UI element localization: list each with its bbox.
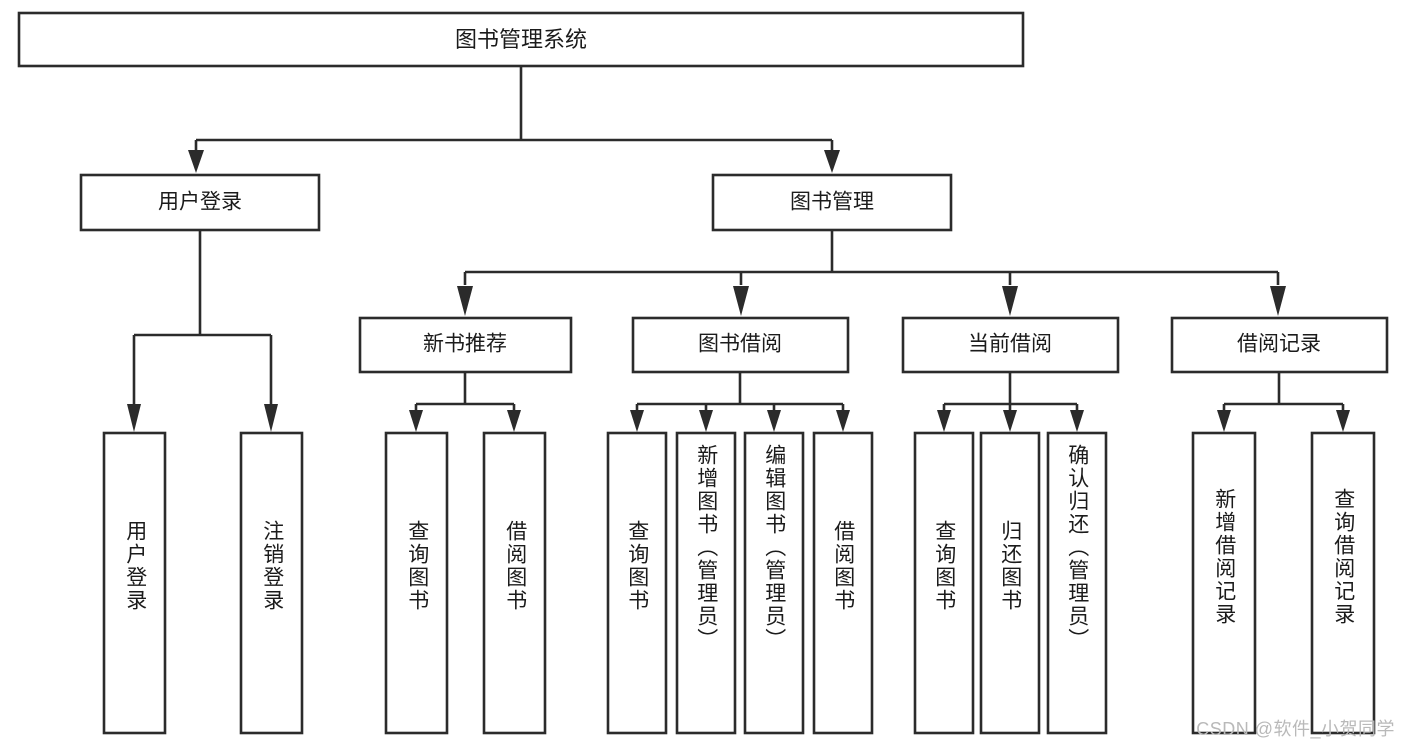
arrowhead-to-user-login (188, 150, 204, 173)
node-user-login[interactable]: 用户登录 (79, 173, 321, 232)
node-root-system[interactable]: 图书管理系统 (17, 11, 1025, 68)
arrowhead-bookborrow-leaf-2 (699, 410, 713, 432)
node-new-book-recommend[interactable]: 新书推荐 (358, 316, 573, 374)
node-book-management-label: 图书管理 (790, 191, 874, 214)
arrowhead-to-current-borrow (1002, 286, 1018, 316)
node-current-borrow[interactable]: 当前借阅 (901, 316, 1120, 374)
node-current-borrow-box (901, 316, 1120, 374)
arrowhead-currentborrow-leaf-2 (1003, 410, 1017, 432)
leaf-box-borrow-edit-book-admin[interactable] (743, 431, 805, 735)
arrowhead-to-new-book-recommend (457, 286, 473, 316)
leaf-box-current-return-book[interactable] (979, 431, 1041, 735)
leaf-box-current-query-book[interactable] (913, 431, 975, 735)
node-book-borrow-label: 图书借阅 (698, 333, 782, 356)
leaf-box-user-login[interactable] (102, 431, 167, 735)
leaf-box-borrow-query-book[interactable] (606, 431, 668, 735)
leaf-box-current-confirm-return-admin[interactable] (1046, 431, 1108, 735)
arrowhead-to-book-management (824, 150, 840, 173)
node-book-borrow-box (631, 316, 850, 374)
arrowhead-leaf-user-login (127, 404, 141, 432)
arrowhead-newbook-leaf-1 (409, 410, 423, 432)
leaf-box-logout[interactable] (239, 431, 304, 735)
node-root-system-label: 图书管理系统 (455, 27, 587, 52)
leaf-box-borrow-add-book-admin[interactable] (675, 431, 737, 735)
arrowhead-newbook-leaf-2 (507, 410, 521, 432)
leaf-box-record-query-record[interactable] (1310, 431, 1376, 735)
arrowhead-to-borrow-record (1270, 286, 1286, 316)
arrowhead-bookborrow-leaf-4 (836, 410, 850, 432)
arrowhead-bookborrow-leaf-1 (630, 410, 644, 432)
arrowhead-bookborrow-leaf-3 (767, 410, 781, 432)
node-book-borrow[interactable]: 图书借阅 (631, 316, 850, 374)
arrowhead-borrowrecord-leaf-1 (1217, 410, 1231, 432)
node-borrow-record-label: 借阅记录 (1237, 333, 1321, 356)
node-current-borrow-label: 当前借阅 (968, 333, 1052, 356)
node-book-management-box (711, 173, 953, 232)
arrowhead-to-book-borrow (733, 286, 749, 316)
leaf-box-newbook-borrow-book[interactable] (482, 431, 547, 735)
node-new-book-recommend-label: 新书推荐 (423, 333, 507, 356)
node-new-book-recommend-box (358, 316, 573, 374)
leaf-box-borrow-borrow-book[interactable] (812, 431, 874, 735)
leaf-box-record-add-record[interactable] (1191, 431, 1257, 735)
node-user-login-label: 用户登录 (158, 191, 242, 214)
csdn-watermark: CSDN @软件_小贺同学 (1196, 719, 1395, 739)
node-borrow-record[interactable]: 借阅记录 (1170, 316, 1389, 374)
leaf-box-newbook-query-book[interactable] (384, 431, 449, 735)
arrowhead-currentborrow-leaf-1 (937, 410, 951, 432)
node-root-system-box (17, 11, 1025, 68)
node-book-management[interactable]: 图书管理 (711, 173, 953, 232)
node-borrow-record-box (1170, 316, 1389, 374)
arrowhead-leaf-logout (264, 404, 278, 432)
arrowhead-currentborrow-leaf-3 (1070, 410, 1084, 432)
arrowhead-borrowrecord-leaf-2 (1336, 410, 1350, 432)
